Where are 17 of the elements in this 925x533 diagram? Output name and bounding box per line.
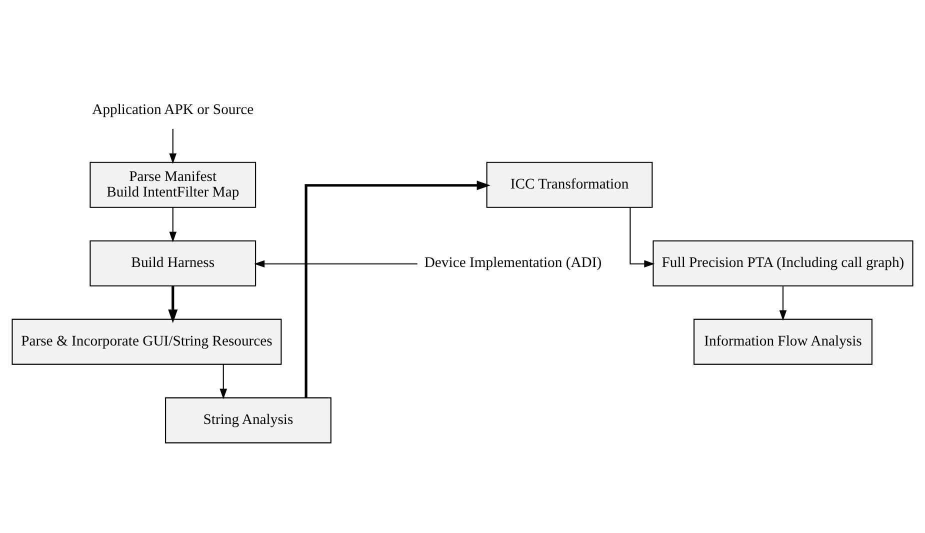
arrow bbox=[220, 364, 228, 399]
arrow bbox=[168, 286, 178, 323]
arrow bbox=[779, 286, 787, 320]
node-box: String Analysis bbox=[165, 396, 332, 443]
arrow bbox=[254, 260, 418, 268]
arrow bbox=[169, 128, 177, 164]
node-box: Parse Manifest Build IntentFilter Map bbox=[90, 161, 256, 208]
node-box: ICC Transformation bbox=[486, 161, 653, 208]
node-box: Full Precision PTA (Including call graph) bbox=[652, 240, 914, 286]
arrow bbox=[630, 207, 655, 268]
node-box: Parse & Incorporate GUI/String Resources bbox=[12, 318, 282, 364]
node-box: Information Flow Analysis bbox=[694, 318, 872, 364]
node-text: Device Implementation (ADI) bbox=[424, 254, 602, 271]
node-box: Build Harness bbox=[90, 240, 256, 286]
arrow bbox=[304, 180, 490, 398]
node-text: Application APK or Source bbox=[92, 101, 254, 118]
arrow bbox=[169, 207, 177, 242]
